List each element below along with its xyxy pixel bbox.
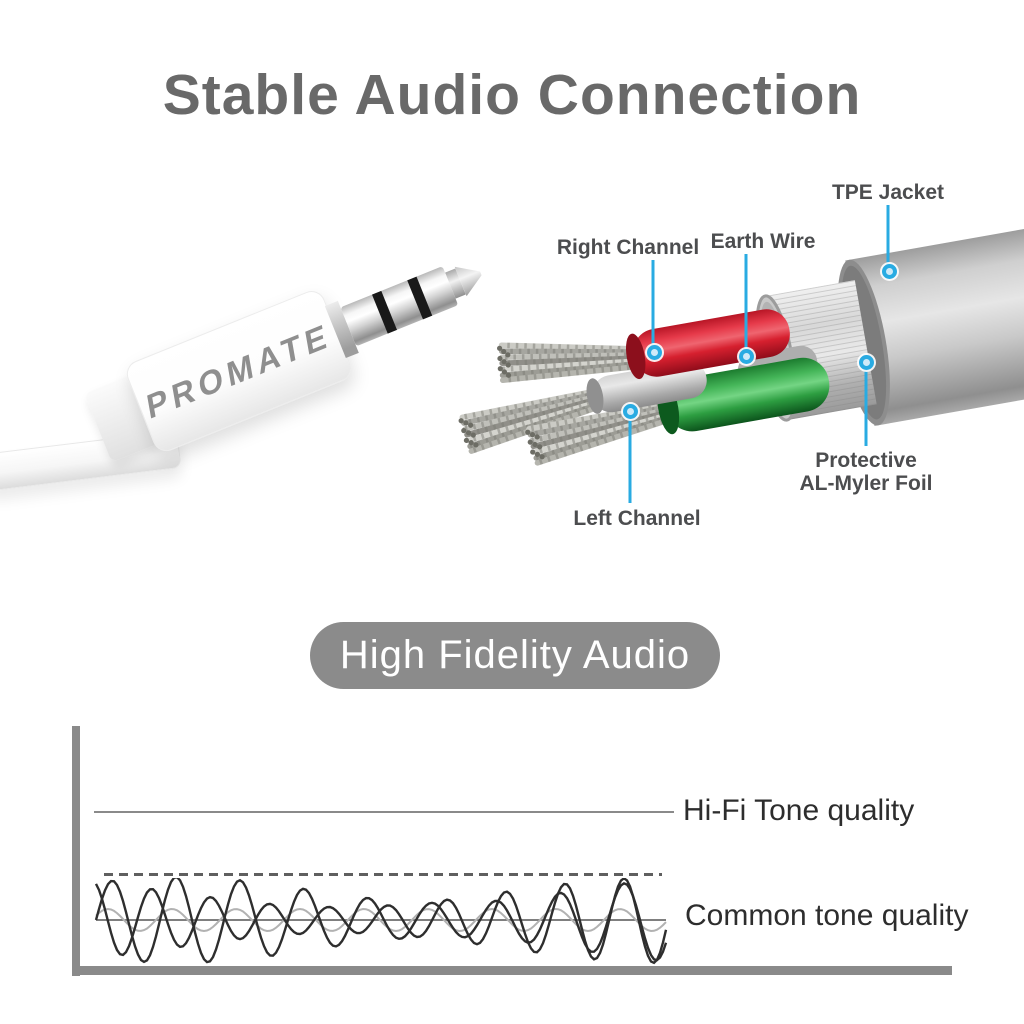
left-channel-wire: [665, 357, 830, 432]
jack-body: PROMATE: [122, 286, 356, 456]
label-right-channel: Right Channel: [556, 236, 700, 259]
earth-sleeve-face: [586, 378, 604, 414]
banner-label: High Fidelity Audio: [339, 633, 691, 677]
brand-logo: PROMATE: [143, 314, 334, 427]
leader-dot-left-channel: [623, 404, 638, 419]
earth-wire-sleeve: [592, 361, 707, 413]
right-wire-face: [625, 333, 646, 380]
label-left-channel: Left Channel: [573, 507, 701, 530]
cable-cutaway-illustration: [458, 220, 1024, 466]
leader-dot-earth-wire: [739, 349, 754, 364]
leader-line-right-channel: [651, 260, 655, 346]
dashed-divider: [104, 873, 662, 876]
common-tone-waveform: [94, 878, 668, 965]
label-tpe-jacket: TPE Jacket: [831, 181, 945, 204]
leader-line-left-channel: [628, 418, 632, 503]
label-protective-foil: Protective AL-Myler Foil: [799, 449, 932, 495]
label-foil-line2: AL-Myler Foil: [799, 472, 933, 495]
leader-dot-tpe-jacket: [882, 264, 897, 279]
page-title: Stable Audio Connection: [162, 63, 862, 127]
exposed-wire-strands: [458, 342, 672, 466]
jack-insulator-ring: [371, 290, 398, 334]
leader-dot-foil: [859, 355, 874, 370]
tpe-jacket-cylinder: [845, 220, 1024, 426]
hifi-waveform: [94, 811, 674, 813]
leader-line-tpe-jacket: [886, 205, 890, 265]
high-fidelity-banner: High Fidelity Audio: [310, 622, 720, 689]
label-common-tone: Common tone quality: [685, 899, 969, 932]
label-foil-line1: Protective: [815, 449, 917, 472]
leader-dot-right-channel: [647, 345, 662, 360]
leader-line-earth-wire: [744, 254, 748, 350]
leader-line-foil: [864, 369, 868, 446]
label-earth-wire: Earth Wire: [710, 230, 816, 253]
y-axis-line: [72, 726, 80, 976]
x-axis-line: [72, 966, 952, 975]
label-hifi-tone: Hi-Fi Tone quality: [683, 794, 915, 827]
